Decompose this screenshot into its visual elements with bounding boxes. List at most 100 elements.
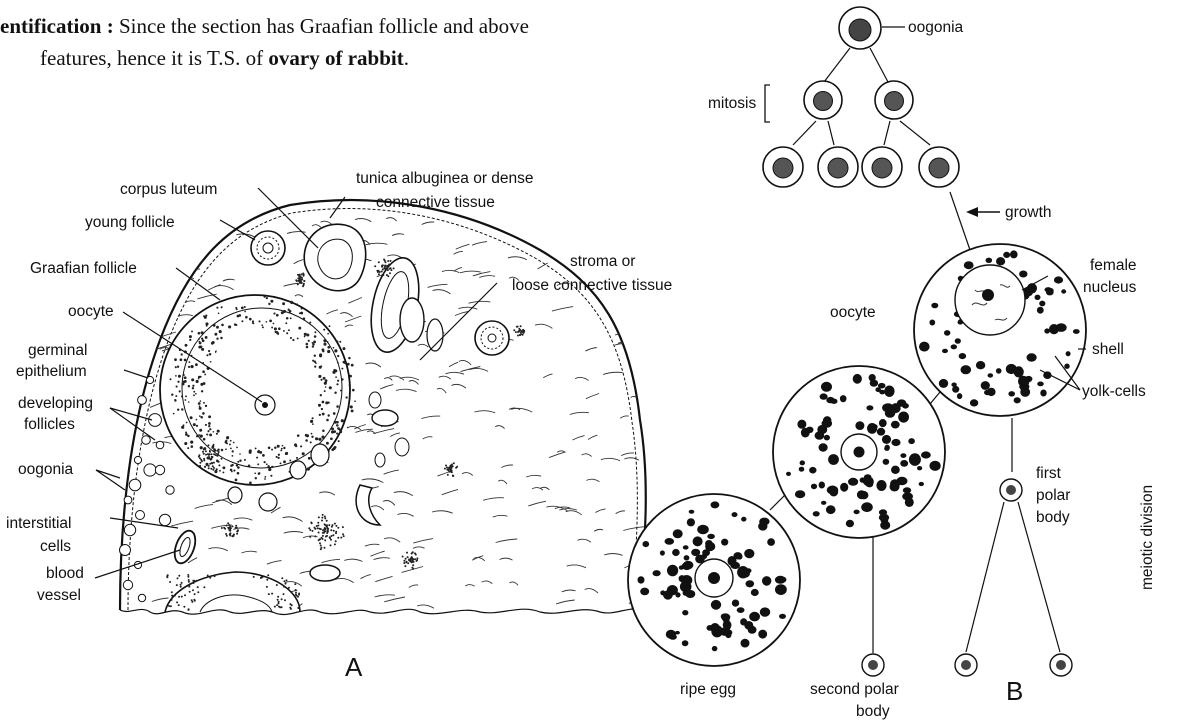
granulosa-dot [237, 472, 240, 475]
yolk-granule [693, 536, 703, 546]
label-ripe-egg: ripe egg [680, 681, 736, 698]
granulosa-dot [268, 468, 271, 471]
interstitial-dot [227, 527, 229, 529]
granulosa-dot [232, 450, 234, 452]
interstitial-dot [230, 527, 232, 529]
yolk-granule [951, 344, 957, 349]
granulosa-dot [188, 401, 190, 403]
interstitial-dot [377, 271, 379, 273]
yolk-granule [786, 472, 791, 476]
interstitial-dot [320, 548, 322, 550]
maturing-oocyte [773, 366, 945, 538]
interstitial-dot [403, 562, 405, 564]
mitosis-cells [763, 81, 959, 187]
granulosa-dot [283, 330, 285, 332]
granulosa-dot [222, 471, 224, 473]
granulosa-dot [179, 390, 181, 392]
yolk-granule [824, 435, 830, 441]
interstitial-dot [328, 524, 330, 526]
granulosa-dot [177, 409, 179, 411]
granulosa-dot [213, 448, 216, 451]
granulosa-dot [311, 436, 313, 438]
granulosa-dot [226, 436, 229, 439]
granulosa-dot [189, 339, 191, 341]
lower-follicle-dot [294, 583, 296, 585]
interstitial-dot [324, 547, 326, 549]
interstitial-dot [320, 545, 322, 547]
granulosa-dot [334, 446, 337, 449]
granulosa-dot [276, 331, 278, 333]
granulosa-dot [348, 357, 350, 359]
granulosa-dot [205, 336, 208, 339]
granulosa-dot [212, 341, 215, 344]
lower-follicle-dot [207, 575, 209, 577]
granulosa-dot [307, 467, 310, 470]
interstitial-dot [387, 269, 389, 271]
interstitial-dot [231, 535, 233, 537]
interstitial-dot [218, 461, 220, 463]
granulosa-dot [249, 318, 252, 321]
yolk-granule [691, 549, 700, 556]
yolk-granule [737, 607, 745, 613]
lower-follicle-dot [281, 577, 283, 579]
interstitial-dot [517, 335, 519, 337]
lower-follicle-dot [283, 586, 285, 588]
granulosa-dot [231, 471, 233, 473]
developing-follicle [120, 545, 131, 556]
granulosa-dot [324, 390, 326, 392]
granulosa-dot [349, 384, 351, 386]
granulosa-dot [233, 470, 235, 472]
interstitial-dot [327, 529, 329, 531]
yolk-granule [883, 459, 890, 465]
interstitial-dot [302, 273, 304, 275]
granulosa-dot [337, 355, 339, 357]
granulosa-dot [320, 379, 322, 381]
interstitial-dot [334, 523, 336, 525]
granulosa-dot [245, 316, 248, 319]
granulosa-dot [314, 361, 316, 363]
interstitial-dot [209, 451, 211, 453]
granulosa-dot [174, 399, 176, 401]
yolk-granule [705, 540, 713, 547]
interstitial-dot [382, 269, 384, 271]
yolk-granule [675, 592, 680, 597]
interstitial-dot [342, 526, 344, 528]
granulosa-dot [326, 442, 329, 445]
yolk-granule [1040, 390, 1046, 397]
lower-follicle-dot [285, 583, 287, 585]
interstitial-dot [324, 528, 326, 530]
interstitial-dot [228, 524, 230, 526]
granulosa-dot [192, 385, 194, 387]
interstitial-dot [329, 537, 331, 539]
granulosa-dot [321, 408, 323, 410]
granulosa-dot [208, 425, 210, 427]
granulosa-dot [229, 443, 231, 445]
interstitial-dot [203, 458, 205, 460]
granulosa-dot [350, 405, 353, 408]
granulosa-dot [288, 309, 290, 311]
yolk-granule [988, 373, 994, 377]
granulosa-dot [336, 424, 339, 427]
interstitial-dot [444, 468, 446, 470]
granulosa-dot [289, 460, 291, 462]
interstitial-dot [515, 331, 517, 333]
granulosa-dot [262, 454, 265, 457]
interstitial-dot [519, 334, 521, 336]
yolk-granule [638, 576, 645, 583]
granulosa-dot [196, 380, 199, 383]
yolk-granule [866, 481, 873, 487]
granulosa-dot [262, 326, 264, 328]
yolk-granule [1064, 364, 1069, 369]
granulosa-dot [220, 337, 222, 339]
label-developing-1: developing [18, 395, 93, 412]
granulosa-dot [264, 476, 266, 478]
granulosa-dot [334, 349, 337, 352]
lower-follicle-dot [253, 576, 255, 578]
interstitial-dot [520, 325, 522, 327]
interstitial-dot [416, 560, 418, 562]
interstitial-dot [453, 462, 455, 464]
interstitial-dot [205, 454, 207, 456]
granulosa-dot [297, 434, 300, 437]
yolk-granule [665, 538, 675, 545]
granulosa-dot [274, 446, 276, 448]
